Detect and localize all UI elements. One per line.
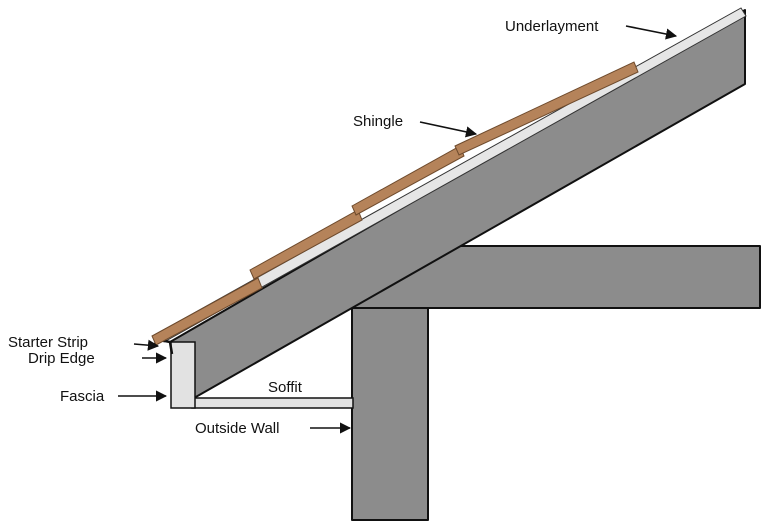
fascia <box>170 341 196 409</box>
drip-edge-label: Drip Edge <box>28 350 95 367</box>
shingle-course <box>454 61 639 156</box>
rafter <box>169 9 746 399</box>
shingle-course <box>351 145 465 216</box>
starter-strip-label: Starter Strip <box>8 334 88 351</box>
soffit <box>191 397 354 409</box>
underlayment-label: Underlayment <box>505 18 599 35</box>
shingle-course <box>249 209 363 280</box>
shingle-label: Shingle <box>353 113 403 130</box>
starter-strip-leader <box>133 339 160 351</box>
shingle-group <box>151 61 639 346</box>
underlayment-leader <box>625 25 678 40</box>
fascia-label: Fascia <box>60 388 105 405</box>
soffit-label: Soffit <box>268 379 303 396</box>
outside-wall-label: Outside Wall <box>195 420 279 437</box>
outside-wall <box>351 305 429 521</box>
shingle-leader <box>419 121 478 138</box>
